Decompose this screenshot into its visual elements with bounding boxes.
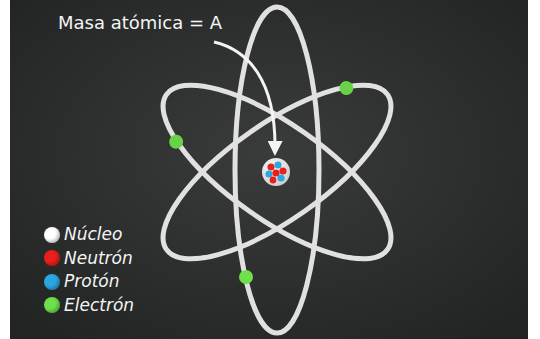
nucleus: [262, 158, 290, 186]
orbit: [139, 55, 415, 289]
callout-label: Masa atómica = A: [58, 13, 222, 34]
orbit: [139, 55, 415, 289]
legend-swatch: [44, 297, 60, 313]
neutron: [279, 167, 286, 174]
nucleus-shell: [262, 158, 290, 186]
legend-label: Electrón: [64, 296, 134, 316]
proton: [265, 170, 272, 177]
legend-row: Neutrón: [44, 249, 133, 269]
proton: [274, 161, 281, 168]
legend-row: Núcleo: [44, 225, 122, 245]
legend-row: Protón: [44, 272, 119, 292]
legend-label: Neutrón: [64, 249, 133, 269]
orbit: [235, 7, 319, 333]
legend-swatch: [44, 274, 60, 290]
proton: [277, 174, 284, 181]
legend-label: Núcleo: [64, 225, 122, 245]
legend-swatch: [44, 227, 60, 243]
legend-swatch: [44, 250, 60, 266]
neutron: [267, 163, 274, 170]
electron: [239, 270, 253, 284]
chalkboard: [10, 0, 528, 339]
callout-arrow: [214, 42, 275, 150]
orbits: [139, 7, 415, 333]
electron: [166, 132, 185, 151]
electron: [337, 78, 356, 97]
legend-row: Electrón: [44, 296, 134, 316]
legend-label: Protón: [64, 272, 119, 292]
neutron: [270, 177, 277, 184]
